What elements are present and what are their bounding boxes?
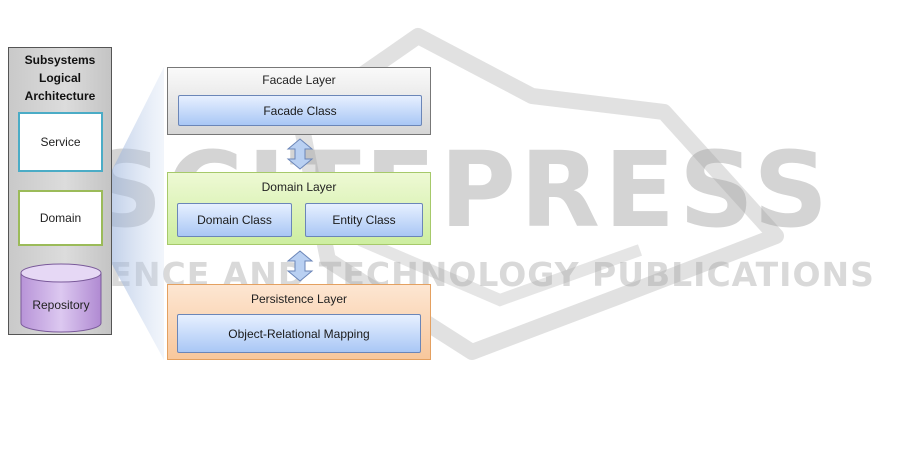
panel-title: Subsystems Logical Architecture [9,51,111,105]
watermark-main-text: SCITEPRESS [10,138,910,242]
subsystems-panel: Subsystems Logical Architecture Service … [8,47,112,335]
facade-layer: Facade Layer Facade Class [167,67,431,135]
persistence-layer: Persistence Layer Object-Relational Mapp… [167,284,431,360]
service-box: Service [18,112,103,172]
double-arrow-icon [286,250,314,282]
repository-label: Repository [20,285,102,325]
domain-class-box: Domain Class [177,203,292,237]
persistence-layer-title: Persistence Layer [168,292,430,306]
service-label: Service [40,135,80,149]
orm-class-box: Object-Relational Mapping [177,314,421,353]
domain-class-label: Domain Class [197,213,272,227]
watermark-sub-text: SCIENCE AND TECHNOLOGY PUBLICATIONS [0,258,921,291]
orm-class-label: Object-Relational Mapping [228,327,369,341]
double-arrow-icon [286,138,314,170]
domain-layer-title: Domain Layer [168,180,430,194]
entity-class-label: Entity Class [332,213,395,227]
domain-box: Domain [18,190,103,246]
facade-layer-title: Facade Layer [168,73,430,87]
domain-label: Domain [40,211,81,225]
facade-class-box: Facade Class [178,95,422,126]
facade-class-label: Facade Class [263,104,336,118]
entity-class-box: Entity Class [305,203,423,237]
repository-cylinder: Repository [20,263,102,333]
domain-layer: Domain Layer Domain Class Entity Class [167,172,431,245]
